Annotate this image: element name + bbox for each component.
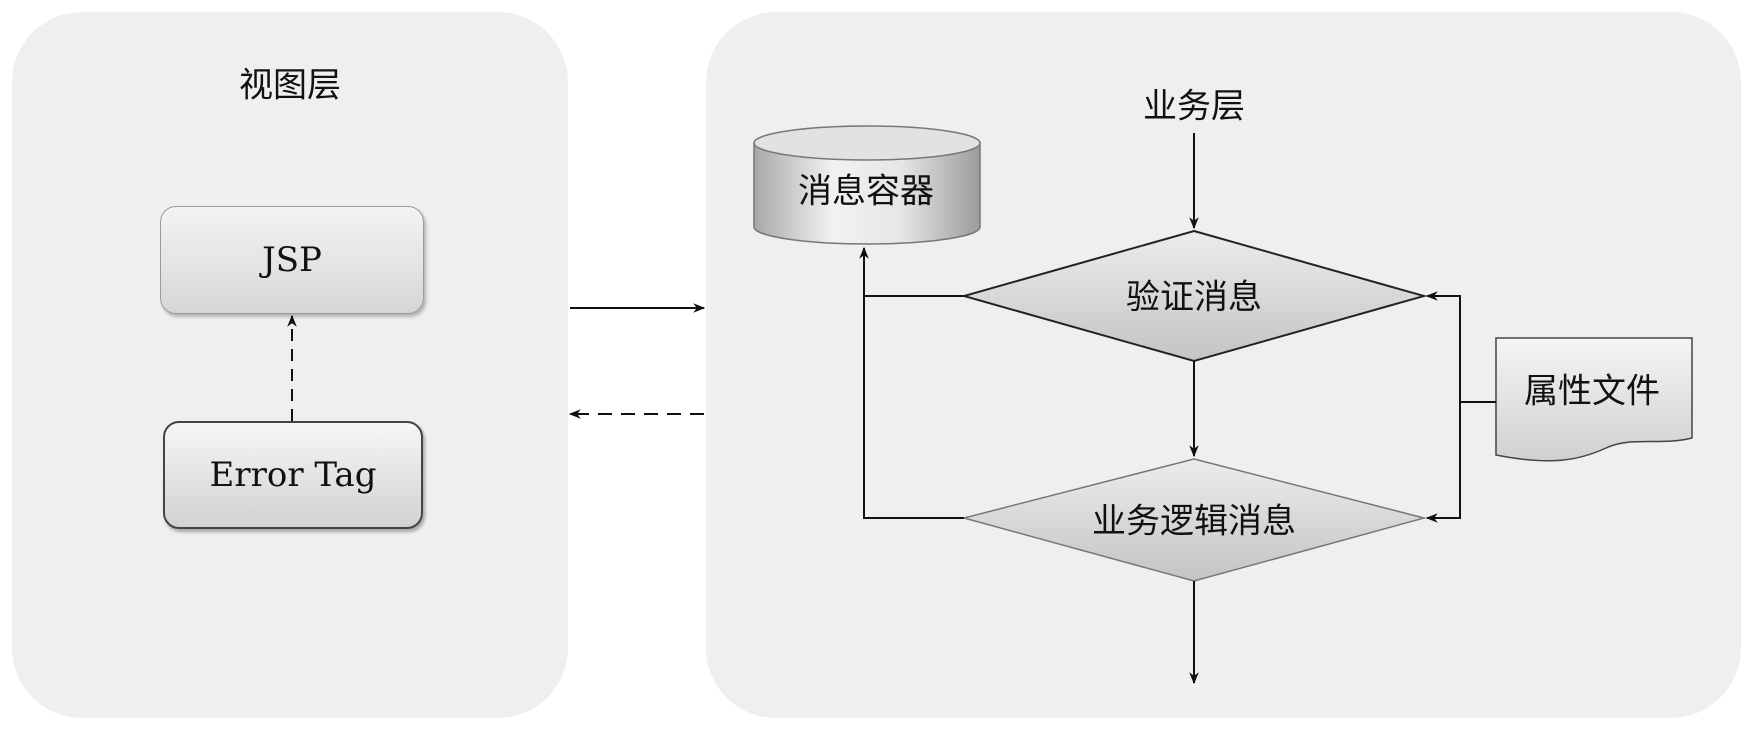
business-layer-title: 业务层	[1143, 86, 1245, 127]
jsp-box: JSP	[160, 206, 424, 314]
message-container-label: 消息容器	[798, 171, 934, 212]
view-layer-title: 视图层	[239, 65, 341, 106]
error-tag-label: Error Tag	[209, 455, 377, 495]
validate-to-container-line	[859, 246, 964, 297]
business-logic-message-label: 业务逻辑消息	[1092, 501, 1296, 542]
message-container-cylinder	[753, 125, 981, 245]
validate-message-label: 验证消息	[1126, 277, 1262, 318]
property-file-document	[1495, 337, 1693, 462]
property-file-label: 属性文件	[1524, 371, 1660, 412]
jsp-label: JSP	[262, 240, 322, 280]
logic-to-container-line	[863, 296, 964, 519]
error-tag-box: Error Tag	[163, 421, 423, 529]
view-layer-panel	[12, 12, 568, 718]
property-to-validate-arrow	[1425, 291, 1461, 402]
property-to-logic-arrow	[1425, 402, 1461, 523]
